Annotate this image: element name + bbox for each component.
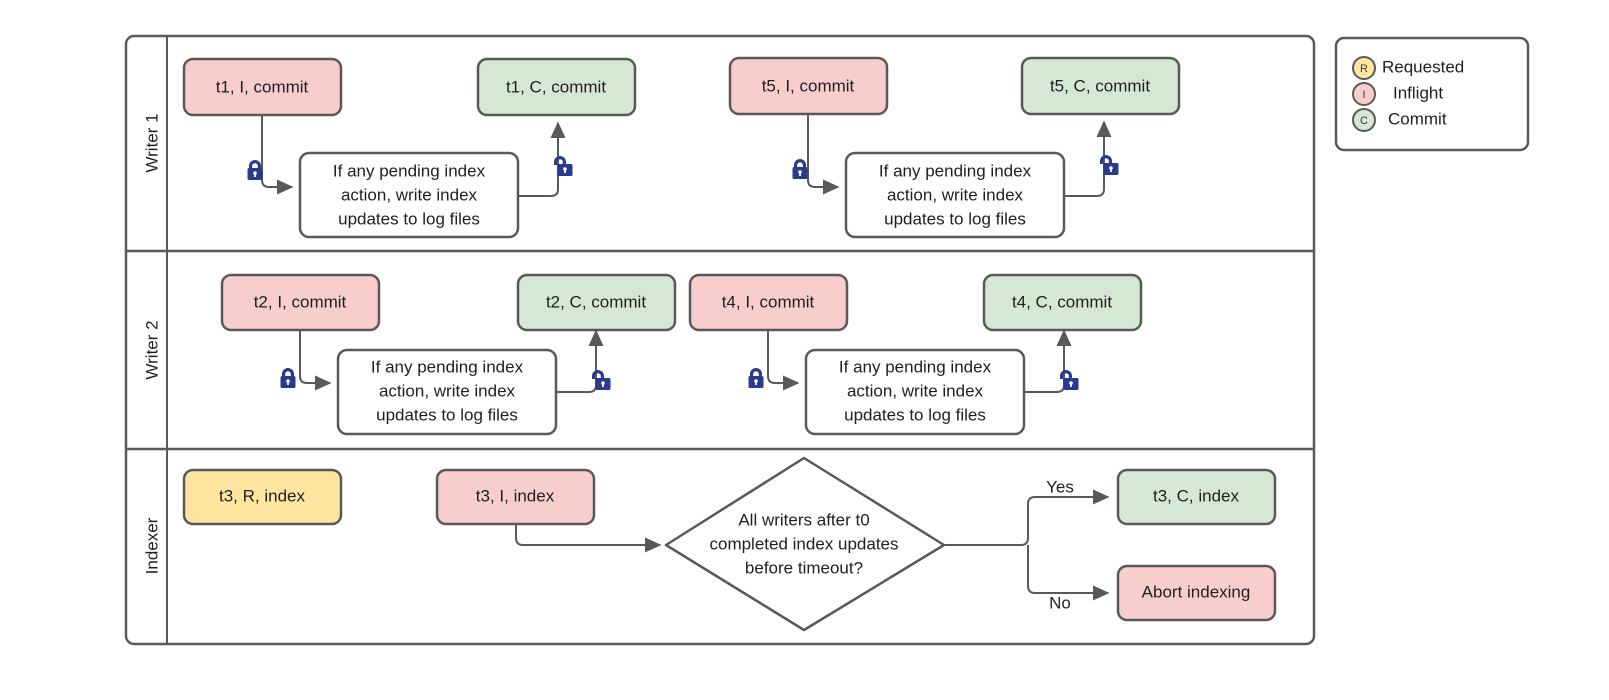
edge-w1-t1-inflight-to-process [261,115,294,195]
node-w1-t5-commit[interactable]: t5, C, commit [1020,56,1181,116]
process-line-3: updates to log files [884,209,1026,228]
edge-ix-inflight-to-decision [515,523,662,553]
legend-label-commit: Commit [1388,109,1447,128]
process-line-1: If any pending index [371,357,524,376]
decision-line-1: All writers after t0 [738,510,869,529]
lane-header-writer1: Writer 1 [142,113,161,172]
badge-letter: I [1362,89,1365,101]
lock-closed-icon [748,368,764,388]
lock-closed-icon [792,159,808,179]
node-label: t4, I, commit [722,292,815,311]
node-w1-t1-commit[interactable]: t1, C, commit [476,57,637,117]
lane-header-writer2: Writer 2 [142,320,161,379]
edge-ix-decision-no [1027,545,1110,601]
node-label: Abort indexing [1142,582,1251,601]
node-w2-process-left[interactable]: If any pending index action, write index… [336,348,558,436]
process-line-2: action, write index [341,185,478,204]
lock-open-icon [1100,155,1119,175]
edge-w1-process-to-t5-commit [1064,120,1112,197]
badge-requested-icon [1352,56,1376,80]
node-w2-process-right[interactable]: If any pending index action, write index… [804,348,1026,436]
legend-item-commit: C Commit [1352,108,1447,132]
lock-closed-icon [280,368,296,388]
node-ix-t3-commit[interactable]: t3, C, index [1116,468,1277,526]
badge-letter: C [1360,115,1368,127]
node-label: t3, C, index [1153,486,1239,505]
node-label: t1, I, commit [216,77,309,96]
decision-line-3: before timeout? [745,558,863,577]
edge-w2-t2-inflight-to-process [299,330,332,391]
legend-item-requested: R Requested [1352,56,1464,80]
lock-open-icon [554,156,573,176]
process-line-3: updates to log files [844,405,986,424]
edge-label-yes: Yes [1046,477,1074,496]
lock-open-icon [592,370,611,390]
badge-letter: R [1360,63,1368,75]
lock-closed-icon [247,160,263,180]
node-label: t5, I, commit [762,76,855,95]
node-label: t2, I, commit [254,292,347,311]
node-w1-process-right[interactable]: If any pending index action, write index… [844,151,1066,239]
node-ix-t3-inflight[interactable]: t3, I, index [435,468,596,526]
node-w2-t4-inflight[interactable]: t4, I, commit [688,273,849,332]
node-ix-decision[interactable]: All writers after t0 completed index upd… [664,456,946,632]
process-line-2: action, write index [847,381,984,400]
node-label: t2, C, commit [546,292,646,311]
lane-label-indexer: Indexer [142,517,161,574]
lock-open-icon [1060,370,1079,390]
edge-w1-t5-inflight-to-process [807,114,840,195]
decision-line-2: completed index updates [709,534,898,553]
legend-label-inflight: Inflight [1393,83,1443,102]
legend-item-inflight: I Inflight [1352,82,1443,106]
node-w1-t1-inflight[interactable]: t1, I, commit [182,57,343,117]
edge-label-no: No [1049,593,1071,612]
lane-label-writer1: Writer 1 [142,113,161,172]
node-label: t5, C, commit [1050,76,1150,95]
process-line-2: action, write index [887,185,1024,204]
node-w2-t2-commit[interactable]: t2, C, commit [516,273,677,332]
lane-header-indexer: Indexer [142,517,161,574]
process-line-2: action, write index [379,381,516,400]
node-w2-t2-inflight[interactable]: t2, I, commit [220,273,381,332]
node-w1-process-left[interactable]: If any pending index action, write index… [298,151,520,239]
node-ix-t3-requested[interactable]: t3, R, index [182,468,343,526]
process-line-1: If any pending index [839,357,992,376]
node-ix-abort[interactable]: Abort indexing [1116,564,1277,622]
process-line-3: updates to log files [338,209,480,228]
process-line-1: If any pending index [879,161,1032,180]
process-line-3: updates to log files [376,405,518,424]
legend-label-requested: Requested [1382,57,1464,76]
badge-inflight-icon [1352,82,1376,106]
legend: R Requested I Inflight C Commit [1334,36,1530,152]
process-line-1: If any pending index [333,161,486,180]
node-w2-t4-commit[interactable]: t4, C, commit [982,273,1143,332]
node-label: t1, C, commit [506,77,606,96]
lane-label-writer2: Writer 2 [142,320,161,379]
node-label: t3, I, index [476,486,555,505]
badge-commit-icon [1352,108,1376,132]
edge-w1-process-to-t1-commit [518,121,566,197]
node-label: t3, R, index [219,486,305,505]
edge-w2-t4-inflight-to-process [767,330,800,391]
edge-ix-decision-yes [944,489,1110,546]
node-label: t4, C, commit [1012,292,1112,311]
node-w1-t5-inflight[interactable]: t5, I, commit [728,56,889,116]
